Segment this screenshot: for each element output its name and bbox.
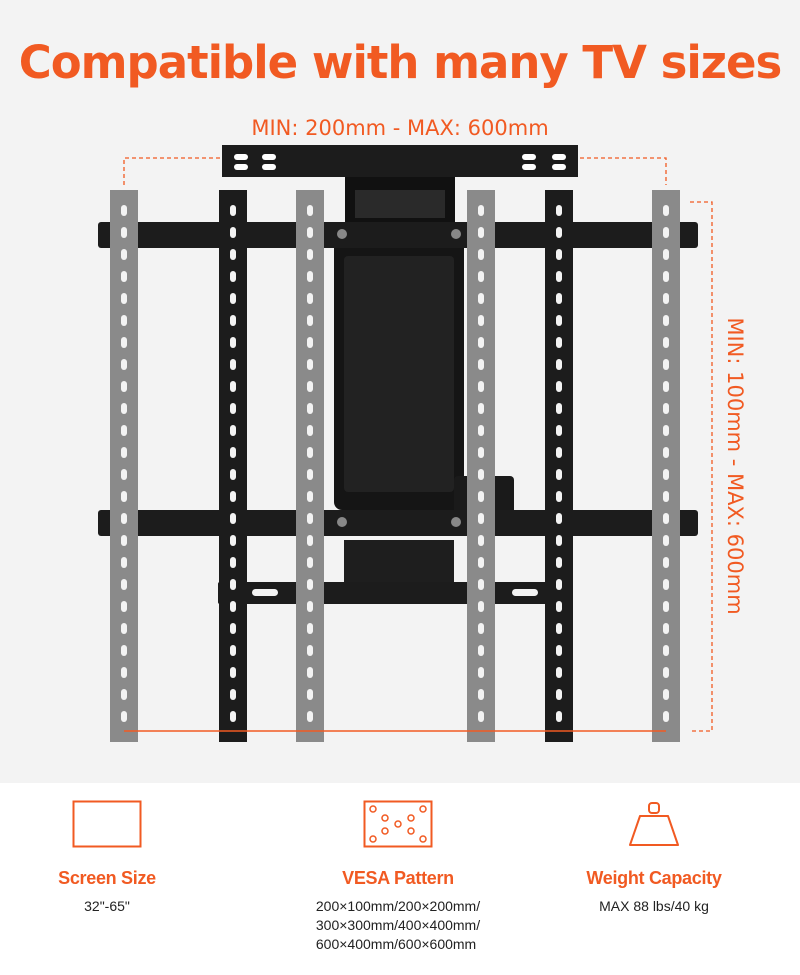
screen-icon <box>72 800 142 848</box>
spec-title: VESA Pattern <box>342 868 454 888</box>
wall-plate <box>222 145 578 227</box>
spec-vesa-pattern: VESA Pattern 200×100mm/200×200mm/ 300×30… <box>263 800 533 954</box>
vesa-line: 200×100mm/200×200mm/ <box>315 898 481 914</box>
height-guide-dashes <box>690 201 713 732</box>
arm-gray <box>296 190 324 742</box>
arm-black <box>219 190 247 742</box>
arm-black <box>545 190 573 742</box>
tv-mount-illustration <box>98 145 713 742</box>
spec-value: MAX 88 lbs/40 kg <box>599 898 709 914</box>
vertical-arms <box>110 190 680 742</box>
vesa-line: 300×300mm/400×400mm/ <box>315 917 481 933</box>
arm-gray <box>652 190 680 742</box>
spec-title: Weight Capacity <box>586 868 722 888</box>
arm-gray <box>467 190 495 742</box>
page-title: Compatible with many TV sizes <box>18 36 783 89</box>
spec-weight-capacity: Weight Capacity MAX 88 lbs/40 kg <box>519 800 789 916</box>
width-dimension-label: MIN: 200mm - MAX: 600mm <box>251 116 549 140</box>
arm-gray <box>110 190 138 742</box>
spec-value: 32"-65" <box>84 898 130 914</box>
weight-icon <box>629 802 679 846</box>
spec-value-lines: 200×100mm/200×200mm/ 300×300mm/400×400mm… <box>316 897 480 954</box>
vesa-pattern-icon <box>363 800 433 848</box>
lift-column <box>334 228 514 586</box>
spec-title: Screen Size <box>58 868 156 888</box>
vesa-line: 600×400mm/600×600mm <box>315 936 477 952</box>
spec-screen-size: Screen Size 32"-65" <box>0 800 242 916</box>
